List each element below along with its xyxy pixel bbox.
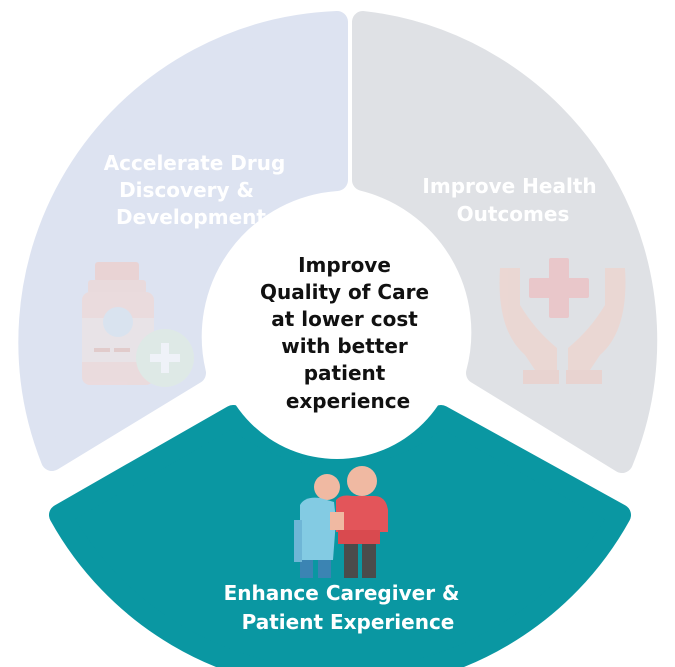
segment-health-outcomes[interactable]: Improve Health Outcomes xyxy=(352,11,658,473)
medicine-bottle-icon xyxy=(82,262,194,387)
center-label: Improve Quality of Care at lower cost wi… xyxy=(260,253,436,413)
center-hub: Improve Quality of Care at lower cost wi… xyxy=(215,215,459,459)
caregiver-patient-icon xyxy=(294,466,388,578)
segment-caregiver-label: Enhance Caregiver & Patient Experience xyxy=(224,581,467,634)
segment-drug-discovery-label: Accelerate Drug Discovery & Development xyxy=(104,151,293,229)
hands-cross-icon xyxy=(499,258,626,384)
segment-drug-discovery[interactable]: Accelerate Drug Discovery & Development xyxy=(18,11,348,471)
segment-health-outcomes-label: Improve Health Outcomes xyxy=(422,174,603,226)
center-circle xyxy=(215,215,459,459)
